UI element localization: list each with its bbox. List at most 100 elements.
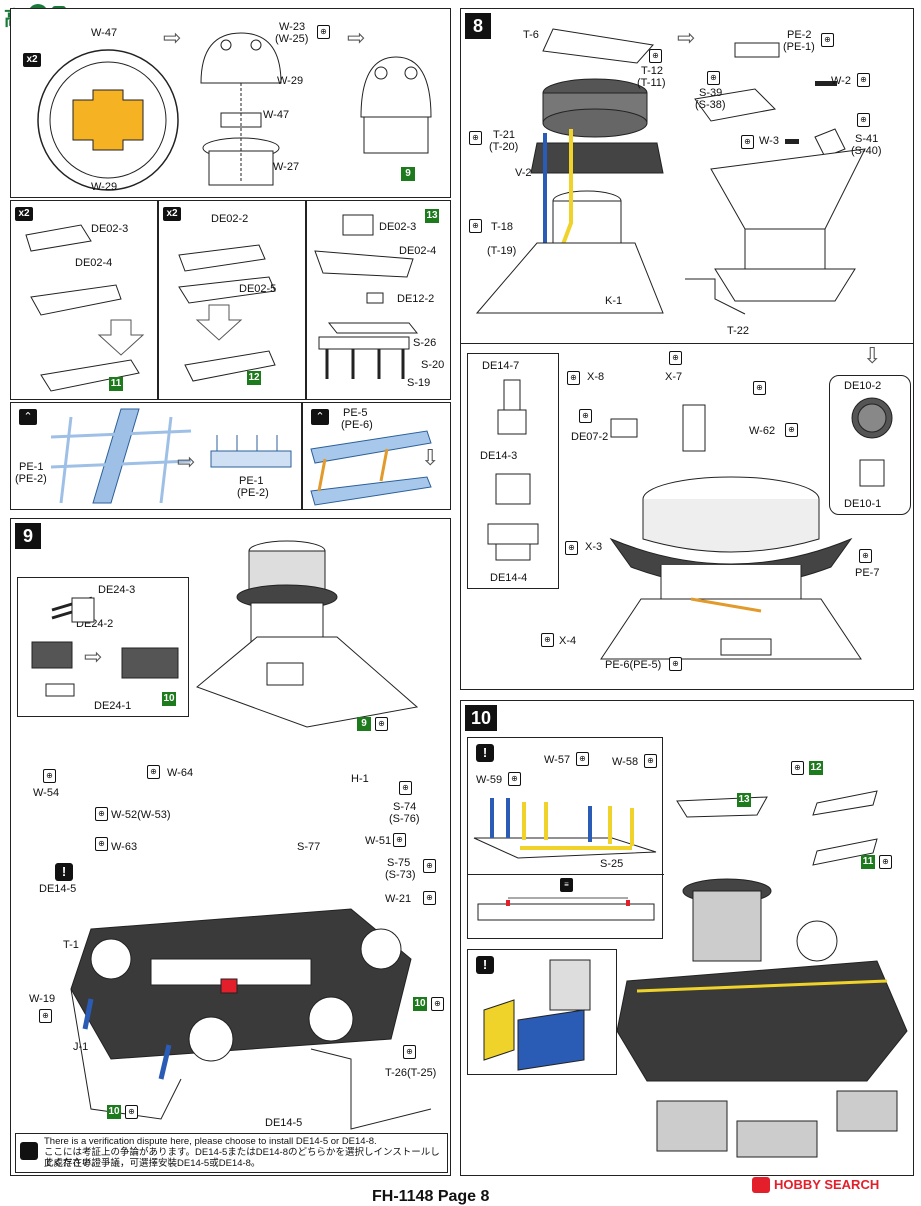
label-v2: V-2 — [515, 167, 532, 179]
glue-marker-icon: ≡ — [560, 878, 573, 892]
boat-on-cradle-diagram — [314, 214, 419, 379]
funnel-assembly-diagram — [685, 42, 866, 315]
bridge-assembly-with-boats-diagram — [616, 790, 908, 1158]
cement-icon: ⊕ — [576, 752, 589, 766]
label-w47-a: W-47 — [91, 27, 118, 39]
cement-icon: ⊕ — [469, 219, 482, 233]
cement-icon: ⊕ — [791, 761, 804, 775]
boat-diagram — [178, 244, 276, 382]
label-s25: S-25 — [600, 858, 624, 870]
bridge-tower-diagram — [600, 404, 862, 660]
label-w58: W-58 — [612, 756, 639, 768]
cement-icon: ⊕ — [403, 1045, 416, 1059]
label-t6: T-6 — [523, 29, 539, 41]
warning-icon: ! — [55, 863, 73, 881]
mount-detail-inset: ! — [467, 949, 617, 1075]
label-w59: W-59 — [476, 774, 503, 786]
director-parts-diagram — [487, 379, 539, 561]
label-pe5: PE-5 — [343, 407, 368, 419]
arrow-right-icon: ⇨ — [163, 25, 182, 50]
label-w21: W-21 — [385, 893, 412, 905]
cement-icon: ⊕ — [469, 131, 482, 145]
note-english: There is a verification dispute here, pl… — [44, 1136, 377, 1147]
label-k1: K-1 — [605, 295, 623, 307]
cement-icon: ⊕ — [707, 71, 720, 85]
photo-etch-icon: ⌃ — [311, 409, 329, 425]
step-reference-tag: 13 — [737, 793, 751, 807]
boat-diagram — [25, 224, 145, 392]
cement-icon: ⊕ — [423, 891, 436, 905]
pe-panel-a: ⌃ PE-1 (PE-2) ⇨ PE-1 (PE-2) — [10, 402, 302, 510]
cement-icon: ⊕ — [95, 807, 108, 821]
cement-icon: ⊕ — [565, 541, 578, 555]
label-pe7: PE-7 — [855, 567, 880, 579]
label-s20: S-20 — [421, 359, 445, 371]
label-t19: (T-19) — [487, 245, 517, 257]
label-de14-5-a: DE14-5 — [39, 883, 77, 895]
label-t18: T-18 — [491, 221, 514, 233]
cement-icon: ⊕ — [567, 371, 580, 385]
label-w3: W-3 — [759, 135, 779, 147]
cement-icon: ⊕ — [669, 657, 682, 671]
cement-icon: ⊕ — [423, 859, 436, 873]
label-s73: (S-73) — [385, 869, 416, 881]
label-pe2: PE-2 — [787, 29, 812, 41]
pe-panel-b: ⌃ PE-5 (PE-6) ⇩ — [302, 402, 451, 510]
step-reference-tag: 9 — [401, 167, 415, 181]
cement-icon: ⊕ — [741, 135, 754, 149]
pe5-strip-diagram — [310, 430, 432, 506]
label-s41: S-41 — [855, 133, 879, 145]
arrow-right-icon: ⇨ — [677, 25, 696, 50]
cement-icon: ⊕ — [821, 33, 834, 47]
cement-icon: ⊕ — [399, 781, 412, 795]
cement-icon: ⊕ — [43, 769, 56, 783]
label-t22: T-22 — [727, 325, 750, 337]
x2-badge: x2 — [23, 53, 41, 67]
step-10-panel: 10 ! W-57 ⊕ W-58 ⊕ W-59 ⊕ S-25 ≡ — [460, 700, 914, 1176]
warning-icon — [20, 1142, 38, 1160]
label-s38: (S-38) — [695, 99, 726, 111]
verification-note-box: There is a verification dispute here, pl… — [15, 1133, 448, 1173]
label-w47-b: W-47 — [263, 109, 290, 121]
rack-inset: ! W-57 ⊕ W-58 ⊕ W-59 ⊕ S-25 ≡ — [467, 737, 664, 939]
label-t26: T-26(T-25) — [385, 1067, 437, 1079]
label-de07-2: DE07-2 — [571, 431, 609, 443]
label-pe2-a: (PE-2) — [15, 473, 47, 485]
cement-icon: ⊕ — [753, 381, 766, 395]
label-pe1-b: PE-1 — [239, 475, 264, 487]
gun-turret-inset: DE24-3 DE24-2 DE24-1 ⇨ 10 — [17, 577, 189, 717]
watermark-text: HOBBY SEARCH — [774, 1177, 880, 1192]
label-de02-4-c: DE02-4 — [399, 245, 437, 257]
label-de14-7: DE14-7 — [482, 360, 520, 372]
label-de12-2: DE12-2 — [397, 293, 435, 305]
dome-panel: x2 W-47 W-29 ⇨ W-23 (W-25) ⊕ W-29 W-47 W… — [10, 8, 451, 198]
rack-parts-diagram — [473, 798, 657, 859]
cement-icon: ⊕ — [317, 25, 330, 39]
cement-icon: ⊕ — [508, 772, 521, 786]
arrow-right-icon: ⇨ — [84, 644, 103, 669]
label-w64: W-64 — [167, 767, 194, 779]
boats-panel-a: x2 DE02-3 DE02-4 11 — [10, 200, 158, 400]
tower-on-deck-diagram — [196, 540, 419, 728]
label-pe6: PE-6(PE-5) — [605, 659, 662, 671]
step-9-panel: 9 DE24-3 DE24-2 DE24-1 ⇨ 10 9 ⊕ H-1 ⊕ W-… — [10, 518, 451, 1176]
label-s40: (S-40) — [851, 145, 882, 157]
label-w25: (W-25) — [275, 33, 309, 45]
arrow-right-icon: ⇨ — [347, 25, 366, 50]
arrow-down-icon: ⇩ — [421, 445, 440, 470]
step-reference-tag: 9 — [357, 717, 371, 731]
label-s19: S-19 — [407, 377, 431, 389]
note-chinese: 此處存在考證爭議，可選擇安裝DE14-5或DE14-8。 — [44, 1158, 261, 1169]
cement-icon: ⊕ — [375, 717, 388, 731]
cement-icon: ⊕ — [95, 837, 108, 851]
step-reference-tag: 13 — [425, 209, 439, 223]
label-w51: W-51 — [365, 835, 392, 847]
step-number: 9 — [15, 523, 41, 549]
label-w52: W-52(W-53) — [111, 809, 171, 821]
label-de24-3: DE24-3 — [98, 584, 136, 596]
arrow-right-icon: ⇨ — [177, 449, 196, 474]
warning-icon: ! — [476, 956, 494, 974]
label-s75: S-75 — [387, 857, 411, 869]
dome-top-view-diagram — [37, 49, 179, 191]
label-t21: T-21 — [493, 129, 516, 141]
